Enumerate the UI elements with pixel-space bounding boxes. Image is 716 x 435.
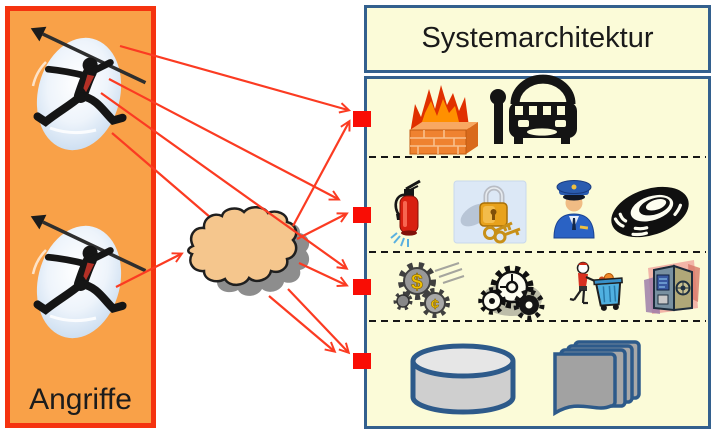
attack-arrow xyxy=(298,262,349,287)
layer-1-connector xyxy=(353,111,371,127)
database-icon xyxy=(410,343,516,415)
layer-2-connector xyxy=(353,207,371,223)
waste-disposal-icon xyxy=(569,261,623,311)
dollar-glyph: $ xyxy=(411,271,423,294)
attack-arrow xyxy=(119,44,352,114)
layer-separator-3 xyxy=(369,320,706,322)
layer-3-connector xyxy=(353,279,371,295)
vehicle-gate-icon xyxy=(490,74,577,144)
firewall-icon xyxy=(409,85,478,155)
attack-arrows xyxy=(100,44,352,355)
layer-separator-1 xyxy=(369,156,706,158)
police-officer-icon xyxy=(553,180,595,239)
documents-icon xyxy=(553,340,641,417)
network-cloud xyxy=(187,206,310,296)
dollar-gears-icon: $ ¢ xyxy=(393,262,465,318)
padlock-keys-icon xyxy=(453,180,527,244)
attacker-1 xyxy=(25,27,145,159)
attack-arrow xyxy=(287,288,351,355)
attack-arrow xyxy=(108,78,341,201)
attack-panel-label: Angriffe xyxy=(29,383,132,416)
cloud-body xyxy=(187,206,298,287)
architecture-header: Systemarchitektur xyxy=(364,5,711,73)
attack-arrow xyxy=(100,92,349,270)
attack-arrow xyxy=(292,119,351,227)
fire-extinguisher-icon xyxy=(390,179,421,247)
gears-icon xyxy=(478,265,545,321)
layer-4-connector xyxy=(353,353,371,369)
life-ring-icon xyxy=(611,186,689,238)
cent-glyph: ¢ xyxy=(431,296,439,313)
layer-separator-2 xyxy=(369,251,706,253)
architecture-title: Systemarchitektur xyxy=(421,22,654,54)
attack-arrow xyxy=(115,252,184,288)
attack-arrow xyxy=(296,212,349,240)
safe-icon xyxy=(644,260,700,314)
attack-arrow xyxy=(268,295,337,354)
